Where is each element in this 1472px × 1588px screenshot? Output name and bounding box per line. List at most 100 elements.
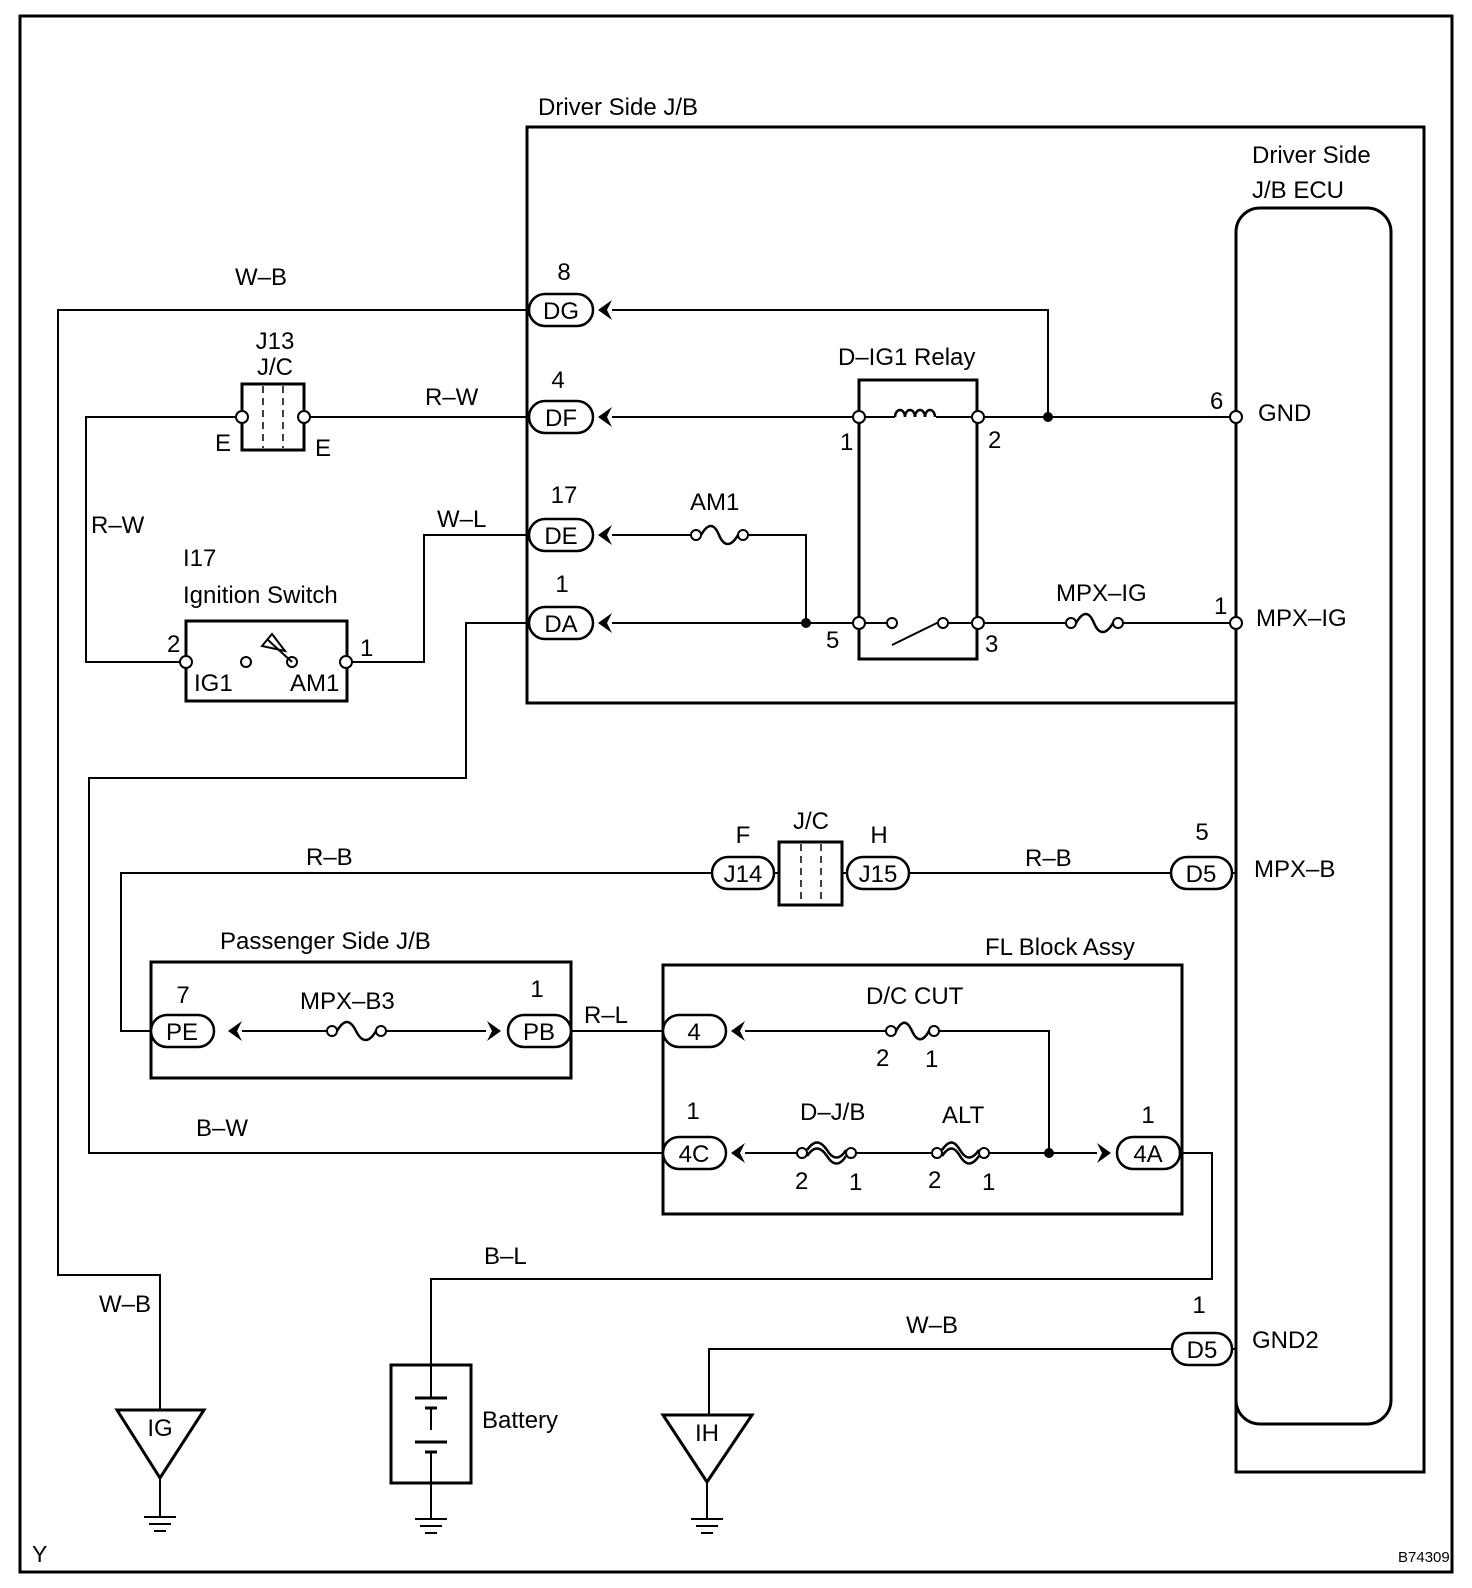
fuse-d-jb-pin-b: 1	[849, 1169, 862, 1196]
connector-j15: J15 H	[845, 822, 911, 891]
junction-connector-mid	[777, 840, 844, 907]
connector-df: DF 4	[527, 367, 612, 435]
fuse-alt	[931, 1141, 990, 1165]
ignition-code: I17	[183, 545, 216, 572]
ecu-title-line1: Driver Side	[1252, 142, 1371, 169]
fl-block-title: FL Block Assy	[985, 934, 1135, 961]
jc-terminal-right: E	[315, 435, 331, 462]
connector-d5-top: D5 5	[1169, 819, 1234, 891]
ignition-name: Ignition Switch	[183, 582, 338, 609]
fuse-label-mpx-b3: MPX–B3	[300, 988, 395, 1015]
ignition-label-am1: AM1	[290, 670, 339, 697]
fuse-dc-cut-pin-a: 2	[876, 1045, 889, 1072]
ecu-pin-mpx-ig-number: 1	[1214, 593, 1227, 620]
fuse-label-am1: AM1	[690, 489, 739, 516]
svg-text:H: H	[870, 822, 887, 849]
ecu-pin-gnd2-label: GND2	[1252, 1327, 1319, 1354]
fuse-label-mpx-ig: MPX–IG	[1056, 580, 1147, 607]
svg-text:8: 8	[557, 259, 570, 286]
svg-text:PB: PB	[523, 1019, 555, 1046]
connector-fl-4a: 4A 1	[1097, 1102, 1182, 1171]
svg-text:4C: 4C	[679, 1141, 710, 1168]
svg-text:1: 1	[530, 976, 543, 1003]
figure-id: B74309	[1398, 1549, 1450, 1566]
junction-dot	[801, 618, 811, 628]
relay-pin-5: 5	[826, 627, 839, 654]
wires	[57, 309, 1236, 1415]
svg-text:1: 1	[1141, 1102, 1154, 1129]
fuse-label-d-jb: D–J/B	[800, 1099, 865, 1126]
relay-title: D–IG1 Relay	[838, 344, 975, 371]
wire-label-wb-ground-left: W–B	[99, 1291, 151, 1318]
junction-connector-j13	[235, 382, 311, 452]
connector-fl-4: 4	[661, 1013, 745, 1049]
corner-label: Y	[32, 1541, 47, 1567]
svg-text:DA: DA	[544, 611, 577, 638]
wire-label-rw-left: R–W	[91, 512, 145, 539]
ecu-pin-mpx-ig-label: MPX–IG	[1256, 605, 1347, 632]
svg-text:7: 7	[176, 982, 189, 1009]
fuse-dc-cut	[885, 1021, 940, 1041]
svg-text:J15: J15	[859, 861, 898, 888]
relay-pin-3: 3	[985, 631, 998, 658]
svg-text:DG: DG	[543, 298, 579, 325]
ecu-pin-mpx-b-label: MPX–B	[1254, 856, 1335, 883]
connector-de: DE 17	[527, 482, 612, 553]
svg-text:4: 4	[551, 367, 564, 394]
wire-label-rb-left: R–B	[306, 844, 353, 871]
jc-mid-name: J/C	[793, 808, 829, 835]
diagram-frame	[18, 14, 1454, 1574]
svg-text:F: F	[736, 822, 751, 849]
wire-label-wb-top: W–B	[235, 264, 287, 291]
driver-jb-title: Driver Side J/B	[538, 94, 698, 121]
jc-terminal-left: E	[215, 430, 231, 457]
fuse-mpx-ig	[1065, 612, 1124, 634]
wire-label-rl: R–L	[584, 1002, 628, 1029]
fuse-am1	[690, 524, 749, 546]
battery-icon	[389, 1363, 473, 1534]
driver-jb-box	[525, 125, 1426, 1474]
ignition-label-ig1: IG1	[194, 670, 233, 697]
fuse-d-jb-pin-a: 2	[795, 1168, 808, 1195]
connector-da: DA 1	[527, 571, 612, 641]
svg-text:17: 17	[551, 482, 578, 509]
fuse-label-dc-cut: D/C CUT	[866, 983, 964, 1010]
connector-pe: PE 7	[149, 982, 242, 1049]
passenger-jb-box	[149, 960, 573, 1080]
ignition-pin-ig1: 2	[167, 631, 180, 658]
fuse-mpx-b3	[326, 1020, 387, 1042]
svg-text:J14: J14	[724, 861, 763, 888]
ecu-terminal-mpx-ig	[1229, 616, 1243, 630]
fuse-alt-pin-a: 2	[928, 1167, 941, 1194]
svg-text:IH: IH	[695, 1420, 719, 1447]
fuse-d-jb	[796, 1141, 857, 1165]
ecu-terminal-gnd	[1229, 410, 1243, 424]
svg-text:1: 1	[1192, 1292, 1205, 1319]
ecu-title-line2: J/B ECU	[1252, 177, 1344, 204]
wire-label-rb-right: R–B	[1025, 845, 1072, 872]
svg-text:D5: D5	[1186, 861, 1217, 888]
ignition-pin-am1: 1	[360, 635, 373, 662]
jc-top-code: J13	[256, 328, 295, 355]
svg-text:D5: D5	[1187, 1337, 1218, 1364]
passenger-jb-title: Passenger Side J/B	[220, 928, 431, 955]
fl-block-box	[661, 963, 1184, 1216]
ignition-switch	[179, 619, 353, 703]
svg-text:DE: DE	[544, 523, 577, 550]
wire-label-bw: B–W	[196, 1115, 248, 1142]
junction-dot	[1043, 412, 1053, 422]
svg-text:5: 5	[1195, 819, 1208, 846]
ground-ih: IH	[660, 1413, 755, 1534]
wire-label-wb-ground-right: W–B	[906, 1312, 958, 1339]
jc-top-name: J/C	[257, 354, 293, 381]
relay-pin-2: 2	[988, 427, 1001, 454]
battery-label: Battery	[482, 1407, 558, 1434]
fuse-label-alt: ALT	[942, 1102, 985, 1129]
relay-pin-1: 1	[840, 429, 853, 456]
svg-text:4: 4	[687, 1019, 700, 1046]
fuse-dc-cut-pin-b: 1	[925, 1046, 938, 1073]
svg-text:PE: PE	[166, 1019, 198, 1046]
wire-label-wl: W–L	[437, 506, 486, 533]
svg-text:1: 1	[555, 571, 568, 598]
